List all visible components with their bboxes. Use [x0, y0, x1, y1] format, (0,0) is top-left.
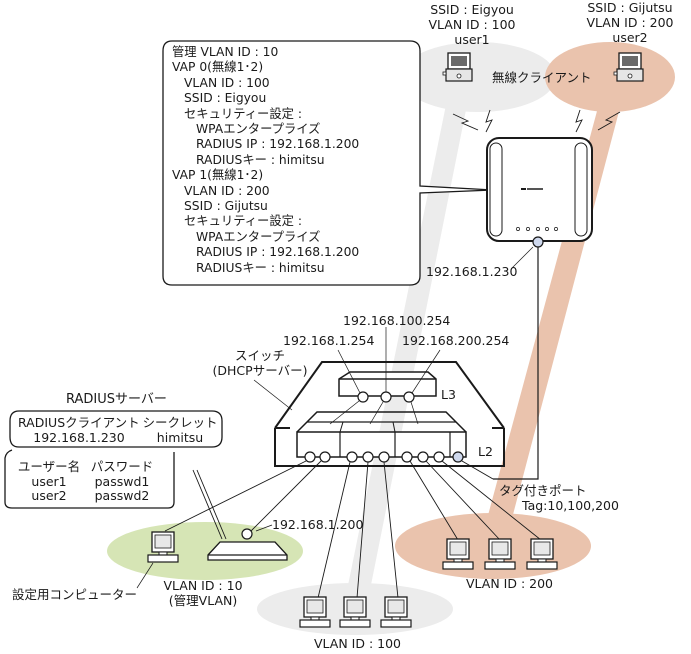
vlan100-pc-1-icon — [299, 596, 331, 628]
client1-info: SSID : Eigyou VLAN ID : 100 user1 — [412, 2, 532, 47]
ap-config-line: VAP 1(無線1･2) — [172, 168, 264, 183]
ap-uplink-cable — [493, 247, 539, 480]
ap-config-callout — [162, 40, 494, 286]
ap-config-line: RADIUSキー : himitsu — [196, 152, 325, 167]
radius-user-callout — [4, 449, 175, 509]
vlan100-pc-2-icon — [339, 596, 371, 628]
network-cables — [164, 460, 542, 599]
wireless-signal-icon — [452, 109, 621, 133]
switch-vlan10-ip: 192.168.1.254 — [283, 333, 375, 348]
radius-secret-header: シークレット — [142, 415, 218, 430]
radius-client-ip: 192.168.1.230 — [33, 429, 125, 445]
ap-config-line: SSID : Eigyou — [184, 91, 267, 106]
ap-config-line: VAP 0(無線1･2) — [172, 60, 264, 75]
ap-config-line: 管理 VLAN ID : 10 — [172, 45, 279, 59]
l3-interfaces — [357, 391, 415, 403]
password-header: パスワード — [90, 459, 154, 474]
radius-port-icon — [241, 528, 253, 540]
client2-info: SSID : Gijutsu VLAN ID : 200 user2 — [570, 0, 690, 45]
radius-client-header: RADIUSクライアント — [18, 415, 140, 430]
vlan200-pc-3-icon — [526, 538, 558, 570]
client2-vlan: VLAN ID : 200 — [586, 15, 674, 30]
l3-label: L3 — [441, 387, 456, 402]
radius-server-icon — [207, 541, 288, 561]
ap-config-line: RADIUS IP : 192.168.1.200 — [196, 245, 360, 260]
vlan200-label: VLAN ID : 200 — [466, 576, 554, 591]
l2-ports — [304, 451, 445, 463]
tagged-port-icon — [452, 451, 464, 463]
ap-config-line: セキュリティー設定 : — [184, 214, 302, 229]
vlan200-pc-1-icon — [442, 538, 474, 570]
radius-ip-label: 192.168.1.200 — [272, 517, 364, 532]
client1-user: user1 — [454, 32, 490, 47]
switch-vlan100-ip: 192.168.100.254 — [343, 313, 451, 328]
switch-vlan200-ip: 192.168.200.254 — [402, 333, 510, 348]
ap-config-line: RADIUS IP : 192.168.1.200 — [196, 137, 360, 152]
client1-vlan: VLAN ID : 100 — [428, 17, 516, 32]
ap-config-line: WPAエンタープライズ — [196, 229, 321, 244]
client2-user: user2 — [612, 30, 648, 45]
ap-config-line: セキュリティー設定 : — [184, 106, 302, 121]
l2-label: L2 — [478, 444, 493, 459]
vlan100-pc-3-icon — [380, 596, 412, 628]
ap-ip-label: 192.168.1.230 — [426, 264, 518, 279]
tagged-port-label: タグ付きポート — [499, 483, 587, 498]
radius-client-table: RADIUSクライアントシークレット 192.168.1.230 himitsu — [18, 415, 220, 445]
vlan100-label: VLAN ID : 100 — [314, 636, 402, 651]
client1-ssid: SSID : Eigyou — [430, 2, 514, 17]
radius-server-title: RADIUSサーバー — [66, 392, 167, 407]
radius-secret-value: himitsu — [156, 429, 204, 445]
access-point-icon — [486, 137, 593, 242]
ap-config-line: SSID : Gijutsu — [184, 199, 268, 214]
laptop-user1-icon — [442, 52, 473, 82]
ap-config-line: VLAN ID : 100 — [184, 75, 270, 90]
client2-ssid: SSID : Gijutsu — [587, 0, 673, 15]
vlan100-path-band — [345, 100, 468, 600]
vlan100-wireless-zone — [400, 42, 556, 112]
vlan200-pc-2-icon — [484, 538, 516, 570]
setup-pc-icon — [147, 531, 179, 563]
ap-config-line: RADIUSキー : himitsu — [196, 260, 325, 275]
ap-config-line: VLAN ID : 200 — [184, 183, 270, 198]
wireless-client-label: 無線クライアント — [492, 70, 592, 85]
vlan200-wireless-zone — [545, 42, 675, 112]
setup-pc-label: 設定用コンピューター — [12, 587, 138, 602]
tagged-port-tags: Tag:10,100,200 — [522, 498, 619, 513]
ap-config-line: WPAエンタープライズ — [196, 122, 321, 137]
radius-client-callout — [9, 410, 223, 448]
ap-port-icon — [532, 236, 544, 248]
vlan10-label: VLAN ID : 10 (管理VLAN) — [163, 578, 243, 608]
switch-label: スイッチ (DHCPサーバー) — [212, 348, 308, 378]
user-name-header: ユーザー名 — [17, 459, 81, 474]
